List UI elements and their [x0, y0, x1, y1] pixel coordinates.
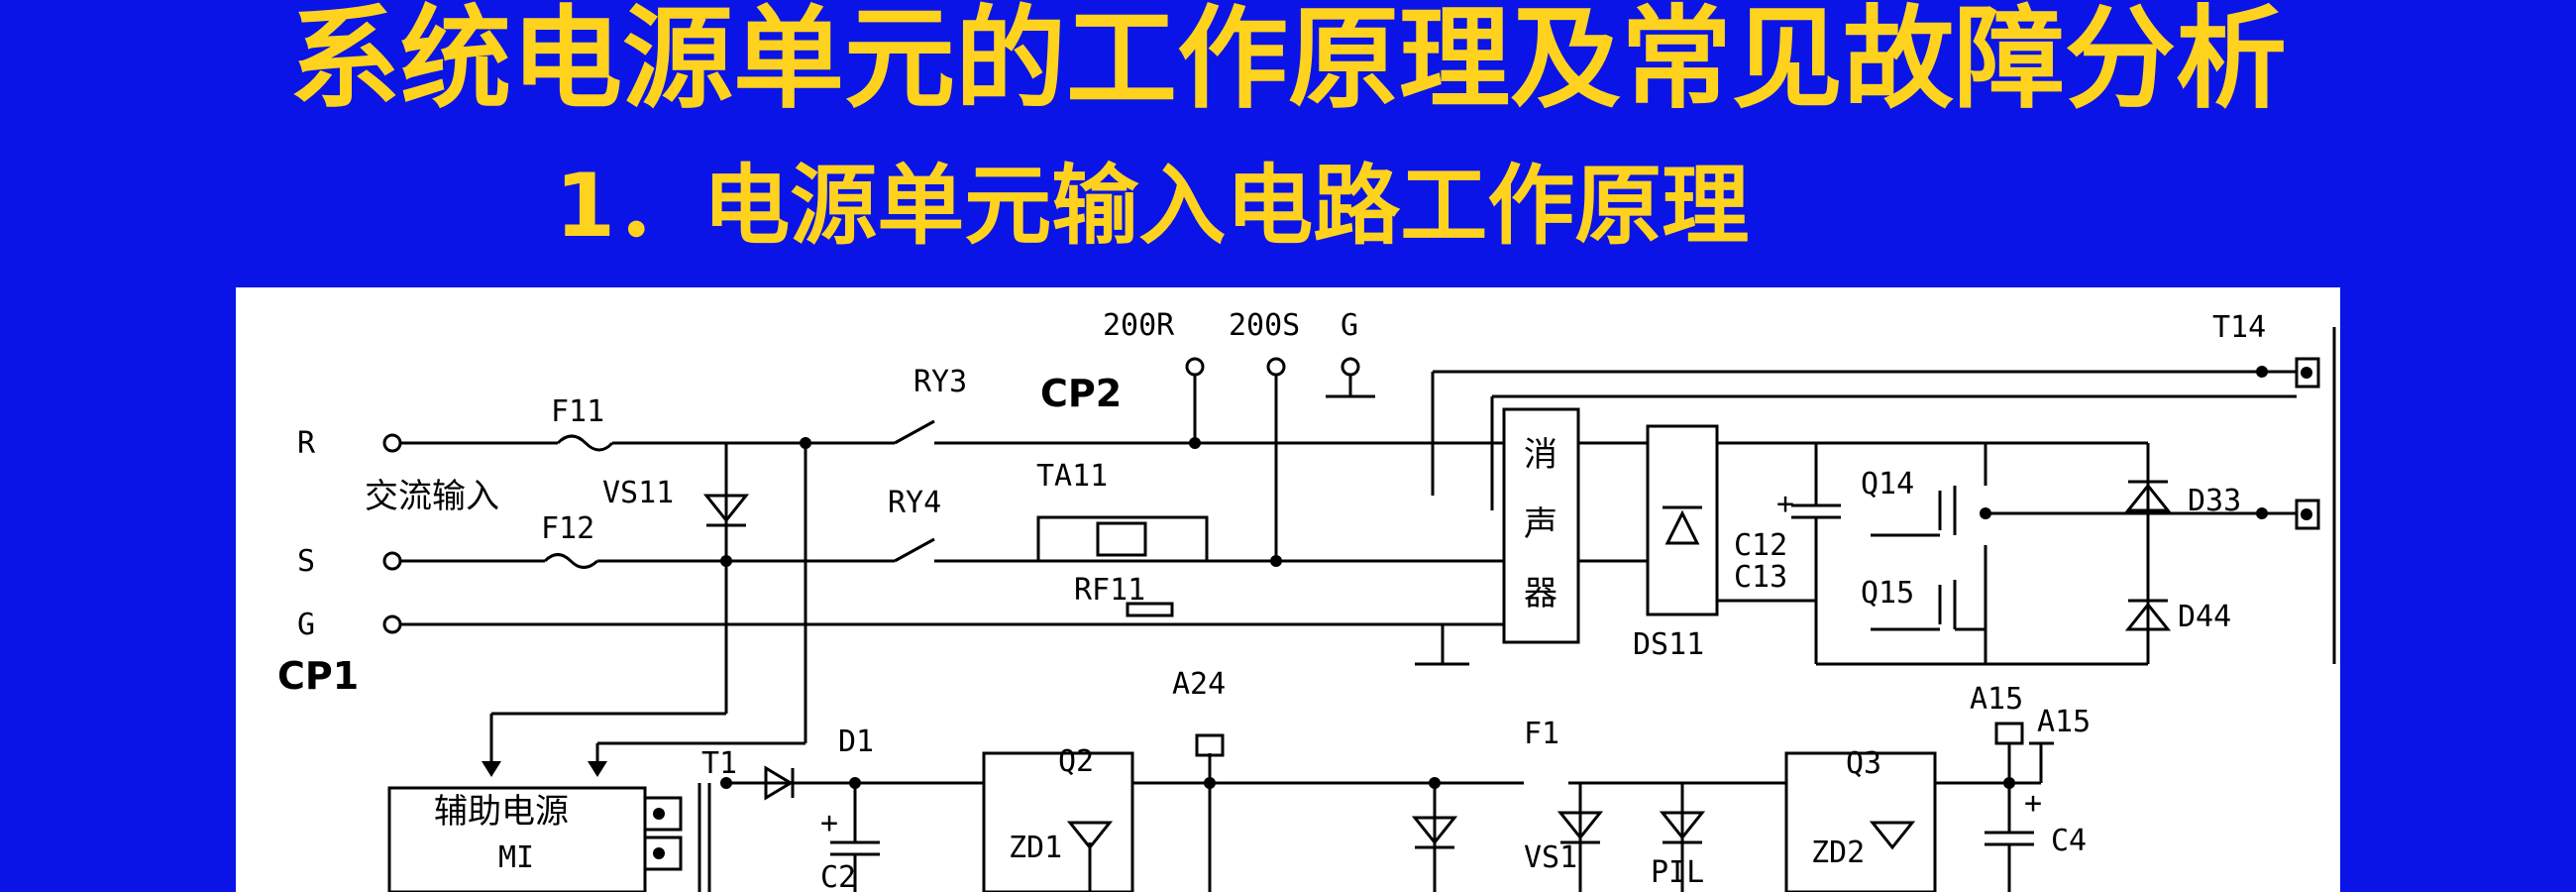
label-200r: 200R: [1103, 308, 1175, 343]
label-vs1: VS1: [1524, 840, 1577, 875]
label-a24: A24: [1172, 667, 1226, 702]
label-g: G: [297, 608, 315, 642]
label-f11: F11: [551, 394, 604, 429]
input-terminals: [382, 357, 1360, 634]
circuit-svg: R S G 交流输入 CP1 CP2 F11 F12 VS11 RY3 RY4 …: [277, 308, 2336, 892]
label-ta11: TA11: [1036, 459, 1108, 494]
junction-dots: [720, 366, 2268, 789]
label-g-terminal: G: [1341, 308, 1358, 343]
switch-symbols: [543, 419, 935, 569]
label-zd2: ZD2: [1811, 836, 1865, 870]
circuit-labels: R S G 交流输入 CP1 CP2 F11 F12 VS11 RY3 RY4 …: [277, 308, 2266, 892]
label-cp1: CP1: [277, 654, 359, 698]
label-c13: C13: [1734, 560, 1787, 595]
label-q15: Q15: [1861, 576, 1914, 611]
label-q3: Q3: [1846, 746, 1881, 781]
label-d33: D33: [2188, 484, 2241, 518]
label-c2: C2: [820, 860, 856, 892]
label-rf11: RF11: [1074, 573, 1145, 608]
label-f12: F12: [541, 511, 594, 546]
label-zd1: ZD1: [1009, 831, 1062, 865]
label-plus-1: +: [1776, 487, 1794, 521]
label-d44: D44: [2178, 600, 2231, 634]
label-ry4: RY4: [888, 486, 941, 520]
label-aux-power: 辅助电源: [434, 792, 569, 832]
label-t1: T1: [701, 746, 737, 781]
label-plus-2: +: [820, 806, 838, 840]
label-pil: PIL: [1651, 855, 1704, 890]
label-d1: D1: [838, 725, 874, 759]
label-plus-3: +: [2024, 786, 2042, 821]
label-cp2: CP2: [1040, 372, 1122, 415]
label-muffler-2: 声: [1524, 504, 1557, 544]
label-ds11: DS11: [1633, 627, 1704, 662]
label-vs11: VS11: [602, 476, 674, 510]
label-s: S: [297, 544, 315, 579]
label-a15-left: A15: [1970, 682, 2023, 717]
label-muffler-3: 器: [1524, 574, 1557, 613]
label-f1: F1: [1524, 717, 1559, 751]
arrow-heads: [482, 367, 2312, 859]
label-200s: 200S: [1229, 308, 1300, 343]
slide-subtitle: 1．电源单元输入电路工作原理: [555, 155, 1750, 257]
label-c12: C12: [1734, 528, 1787, 563]
circuit-diagram: R S G 交流输入 CP1 CP2 F11 F12 VS11 RY3 RY4 …: [236, 287, 2340, 892]
circuit-wires: [387, 327, 2336, 892]
slide-title: 系统电源单元的工作原理及常见故障分析: [289, 0, 2287, 124]
label-c4: C4: [2051, 824, 2087, 858]
label-muffler-1: 消: [1524, 435, 1557, 475]
label-t14: T14: [2212, 310, 2266, 345]
label-r: R: [297, 426, 316, 461]
label-ac-input: 交流输入: [365, 477, 499, 516]
diode-symbols: [702, 480, 2172, 850]
label-mi: MI: [498, 840, 534, 875]
label-q2: Q2: [1058, 744, 1094, 779]
label-ry3: RY3: [913, 365, 967, 399]
label-a15-right: A15: [2037, 705, 2091, 739]
label-q14: Q14: [1861, 467, 1914, 502]
